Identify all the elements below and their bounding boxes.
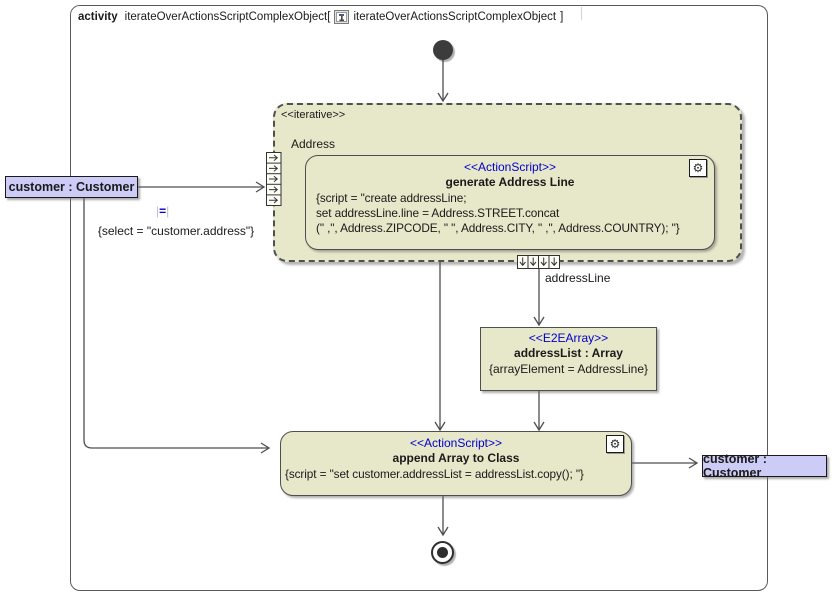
edge-label-addressline[interactable]: addressLine bbox=[545, 271, 611, 285]
behavior-gear-icon: ⚙ bbox=[606, 435, 624, 453]
action-generate-address-line[interactable]: <<ActionScript>> generate Address Line {… bbox=[305, 155, 715, 250]
frame-diagram-name: iterateOverActionsScriptComplexObject bbox=[353, 10, 557, 23]
parameter-right-label: customer : Customer bbox=[703, 452, 767, 480]
action-append-array-to-class[interactable]: <<ActionScript>> append Array to Class {… bbox=[280, 431, 632, 496]
parameter-node-customer-input[interactable]: customer : Customer bbox=[5, 176, 138, 198]
generate-script-line-2: set addressLine.line = Address.STREET.co… bbox=[316, 205, 560, 220]
transform-equals-glyph: = bbox=[159, 204, 167, 218]
final-node-dot bbox=[437, 547, 448, 558]
activity-final-node[interactable] bbox=[431, 541, 454, 564]
append-script-line: {script = "set customer.addressList = ad… bbox=[285, 466, 584, 481]
initial-node[interactable] bbox=[433, 40, 453, 60]
parameter-node-customer-output[interactable]: customer : Customer bbox=[702, 452, 827, 480]
generate-script-line-3: (" ,", Address.ZIPCODE, " ", Address.CIT… bbox=[316, 221, 680, 236]
transform-equals-icon[interactable]: |=| bbox=[156, 204, 170, 218]
activity-frame[interactable] bbox=[70, 5, 768, 591]
expansion-node-output-arrows-icon[interactable] bbox=[517, 255, 560, 269]
frame-header[interactable]: activity iterateOverActionsScriptComplex… bbox=[71, 6, 581, 29]
append-action-name: append Array to Class bbox=[392, 451, 520, 466]
parameter-left-label: customer : Customer bbox=[8, 180, 135, 194]
region-element-label: Address bbox=[291, 137, 336, 151]
array-constraint: {arrayElement = AddressLine} bbox=[488, 361, 649, 376]
array-node-name: addressList : Array bbox=[514, 346, 623, 361]
generate-stereotype: <<ActionScript>> bbox=[463, 160, 557, 174]
edge-select-constraint[interactable]: {select = "customer.address"} bbox=[97, 224, 255, 238]
object-node-addresslist-array[interactable]: <<E2EArray>> addressList : Array {arrayE… bbox=[480, 327, 657, 391]
generate-script-line-1: {script = "create addressLine; bbox=[316, 190, 467, 205]
behavior-gear-icon: ⚙ bbox=[689, 159, 707, 177]
expansion-node-input-arrows-icon[interactable] bbox=[266, 152, 282, 206]
array-stereotype: <<E2EArray>> bbox=[528, 331, 609, 345]
generate-action-name: generate Address Line bbox=[445, 175, 575, 190]
activity-name: iterateOverActionsScriptComplexObject[ bbox=[124, 10, 331, 23]
activity-diagram-icon bbox=[334, 10, 349, 24]
append-stereotype: <<ActionScript>> bbox=[409, 436, 503, 450]
frame-close-bracket: ] bbox=[560, 10, 564, 23]
frame-keyword: activity bbox=[78, 10, 118, 23]
region-stereotype: <<iterative>> bbox=[281, 109, 346, 121]
